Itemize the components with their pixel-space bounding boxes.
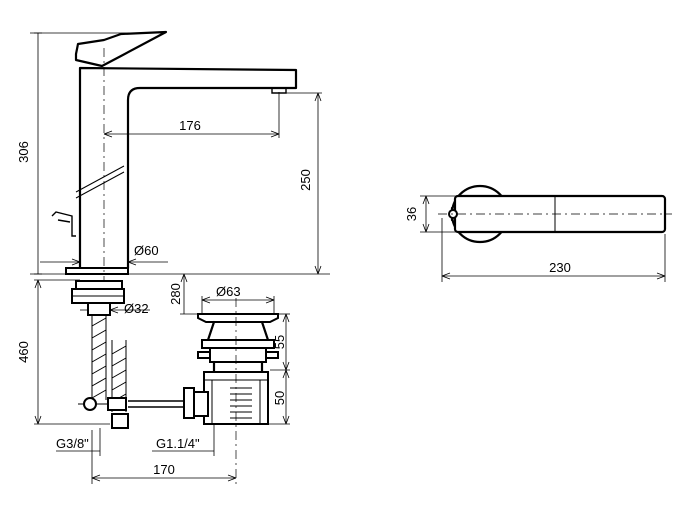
dim-hose-length [34,279,110,425]
label-waste-lower: 50 [272,391,287,405]
label-spout-reach: 176 [179,118,201,133]
label-shank-diameter: Ø32 [124,301,149,316]
dim-deck-thickness [180,273,200,315]
dim-body-diameter [40,258,168,266]
label-inlet-thread: G3/8" [56,436,89,451]
dim-spout-reach [103,92,280,138]
mixer-side-view [51,30,298,275]
popup-waste [193,313,279,425]
label-spout-height: 250 [298,169,313,191]
label-top-width: 36 [404,207,419,221]
flexible-hoses [78,315,129,429]
mounting-shank [71,280,125,316]
label-waste-upper: 55 [272,335,287,349]
label-waste-diameter: Ø63 [216,284,241,299]
popup-rod [128,387,195,419]
dim-shank-diameter [80,306,150,314]
label-inlet-to-waste: 170 [153,462,175,477]
label-top-length: 230 [549,260,571,275]
dim-spout-height [276,92,322,275]
dim-top-width [420,195,456,233]
dim-top-length [441,218,666,282]
label-waste-thread: G1.1/4" [156,436,200,451]
label-deck-thickness: 280 [168,283,183,305]
dim-threads [56,424,215,456]
dim-waste-heights [268,313,290,425]
label-body-diameter: Ø60 [134,243,159,258]
dim-inlet-to-waste [91,430,237,484]
dim-overall-height [34,32,42,275]
dim-waste-diameter [201,296,275,314]
label-overall-height: 306 [16,141,31,163]
label-hose-length: 460 [16,341,31,363]
